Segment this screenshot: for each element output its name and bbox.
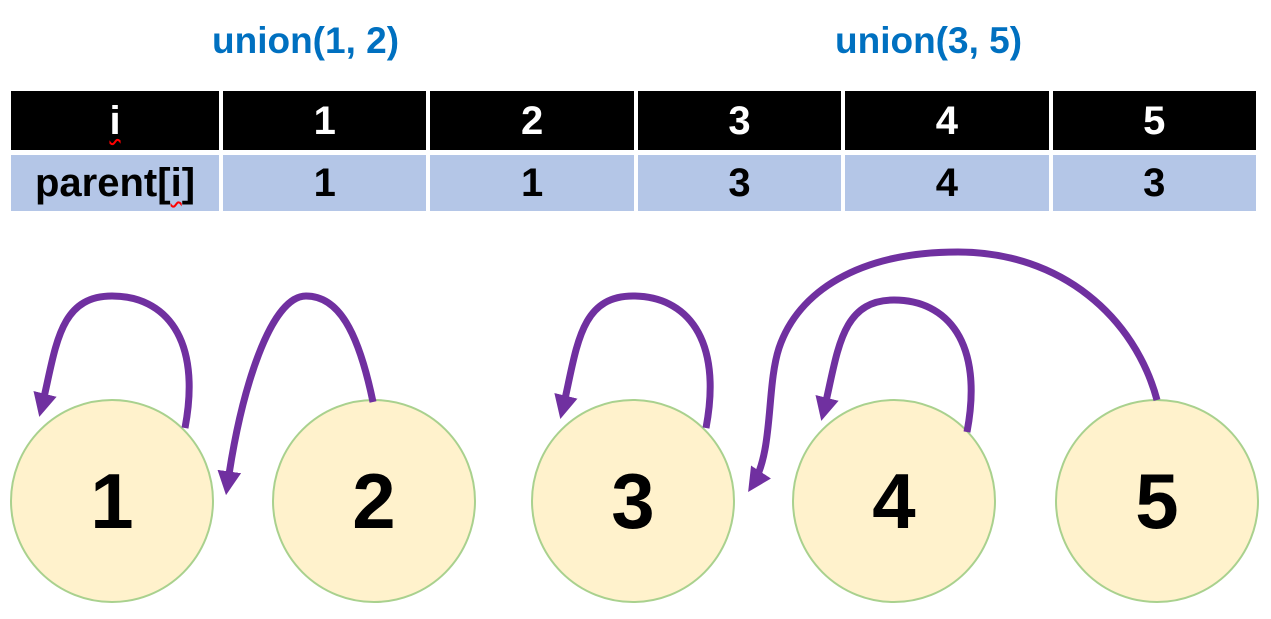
edge-arrow-5-to-3	[748, 248, 1161, 492]
table-header-cell: 4	[845, 91, 1049, 150]
table-parent-cell: 4	[845, 155, 1049, 211]
parent-table: i 1 2 3 4 5 parent[i] 1 1 3 4 3	[11, 91, 1256, 211]
edge-arrow-2-to-1	[217, 292, 377, 496]
node-label-5: 5	[1135, 457, 1178, 545]
node-label-2: 2	[352, 457, 395, 545]
node-circle-3	[531, 399, 735, 603]
node-label-3: 3	[611, 457, 654, 545]
table-header-cell: 5	[1052, 91, 1256, 150]
table-parent-label-cell: parent[i]	[11, 155, 219, 211]
table-header-cell: 3	[637, 91, 842, 150]
parent-label-suffix: ]	[181, 161, 196, 205]
table-header-cell: 2	[430, 91, 634, 150]
table-header-i-label: i	[109, 98, 121, 143]
table-header-i-cell: i	[11, 91, 219, 150]
self-loop-arrow-3	[554, 292, 714, 429]
node-label-1: 1	[90, 457, 133, 545]
node-circle-1	[10, 399, 214, 603]
parent-label-prefix: parent[	[34, 161, 171, 205]
table-parent-cell: 1	[430, 155, 634, 211]
table-parent-cell: 3	[1052, 155, 1256, 211]
table-header-cell: 1	[223, 91, 427, 150]
union-1-2-label: union(1, 2)	[212, 20, 400, 61]
self-loop-arrow-1	[33, 292, 193, 429]
union-3-5-label: union(3, 5)	[835, 20, 1023, 61]
table-parent-cell: 1	[223, 155, 427, 211]
parent-label-i: i	[170, 161, 182, 205]
node-label-4: 4	[872, 457, 915, 545]
table-parent-cell: 3	[637, 155, 842, 211]
node-circle-4	[792, 399, 996, 603]
self-loop-arrow-4	[815, 296, 975, 433]
